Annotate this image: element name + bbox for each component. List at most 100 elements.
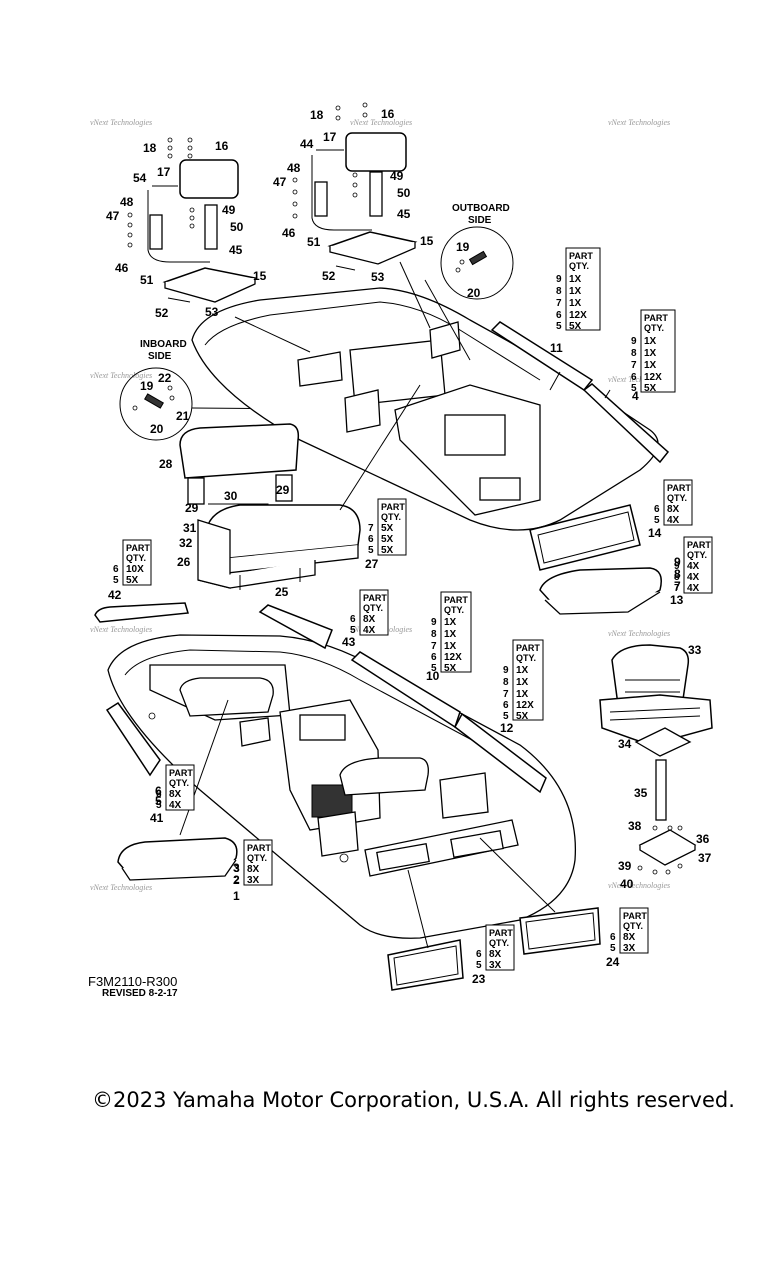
svg-text:9: 9 xyxy=(431,617,437,628)
svg-text:6: 6 xyxy=(431,652,437,663)
callout-20b: 20 xyxy=(150,422,164,436)
svg-text:6: 6 xyxy=(610,932,616,943)
svg-text:4X: 4X xyxy=(687,561,700,572)
callout-41: 41 xyxy=(150,811,164,825)
svg-text:1X: 1X xyxy=(516,677,529,688)
svg-text:8: 8 xyxy=(556,286,562,297)
svg-text:8X: 8X xyxy=(247,864,260,875)
svg-text:PART: PART xyxy=(687,540,711,550)
outboard-side-label-1: OUTBOARD xyxy=(452,203,510,214)
svg-text:5X: 5X xyxy=(126,575,139,586)
svg-text:QTY.: QTY. xyxy=(126,553,146,563)
callout-52b: 52 xyxy=(322,269,336,283)
svg-text:QTY.: QTY. xyxy=(687,550,707,560)
callout-40: 40 xyxy=(620,877,634,891)
svg-text:6: 6 xyxy=(368,534,374,545)
callout-11: 11 xyxy=(550,341,563,355)
watermark: vNext Technologies xyxy=(90,371,152,380)
svg-text:2: 2 xyxy=(234,875,240,886)
svg-text:PART: PART xyxy=(444,595,468,605)
svg-text:6: 6 xyxy=(654,504,660,515)
callout-10: 10 xyxy=(426,669,440,683)
svg-text:8X: 8X xyxy=(169,789,182,800)
callout-29: 29 xyxy=(185,501,199,515)
svg-text:QTY.: QTY. xyxy=(247,853,267,863)
svg-text:1X: 1X xyxy=(444,641,457,652)
svg-text:9: 9 xyxy=(674,561,680,572)
callout-47: 47 xyxy=(106,209,120,223)
callout-50: 50 xyxy=(230,220,244,234)
callout-6: 6 xyxy=(155,784,162,798)
svg-text:5: 5 xyxy=(350,625,356,636)
svg-text:3X: 3X xyxy=(247,875,260,886)
callout-44: 44 xyxy=(300,137,314,151)
svg-text:PART: PART xyxy=(363,593,387,603)
svg-text:PART: PART xyxy=(126,543,150,553)
svg-text:3: 3 xyxy=(234,864,240,875)
callout-36: 36 xyxy=(696,832,710,846)
console-cushions xyxy=(529,504,662,615)
callout-49: 49 xyxy=(222,203,236,217)
callout-37: 37 xyxy=(698,851,712,865)
svg-text:5: 5 xyxy=(654,515,660,526)
svg-text:3X: 3X xyxy=(623,943,636,954)
svg-text:PART: PART xyxy=(381,502,405,512)
watermark: vNext Technologies xyxy=(350,118,412,127)
lower-boat-hull xyxy=(107,634,577,939)
pedestal-seat xyxy=(599,644,713,875)
svg-text:QTY.: QTY. xyxy=(444,605,464,615)
callout-32: 32 xyxy=(179,536,193,550)
svg-text:8X: 8X xyxy=(667,504,680,515)
svg-text:9: 9 xyxy=(631,336,637,347)
svg-text:5X: 5X xyxy=(644,383,657,394)
svg-text:6: 6 xyxy=(113,564,119,575)
svg-text:1X: 1X xyxy=(516,689,529,700)
callout-12: 12 xyxy=(500,721,514,735)
callout-3: 3 xyxy=(233,861,240,875)
callout-42: 42 xyxy=(108,588,122,602)
svg-text:12X: 12X xyxy=(516,700,534,711)
callout-21: 21 xyxy=(176,409,190,423)
svg-text:3X: 3X xyxy=(489,960,502,971)
callout-4: 4 xyxy=(632,389,639,403)
watermark: vNext Technologies xyxy=(90,883,152,892)
svg-text:5: 5 xyxy=(368,545,374,556)
svg-text:8: 8 xyxy=(503,677,509,688)
svg-text:4X: 4X xyxy=(363,625,376,636)
svg-text:5X: 5X xyxy=(516,711,529,722)
callout-9: 9 xyxy=(674,555,681,569)
callout-27: 27 xyxy=(365,557,379,571)
callout-38: 38 xyxy=(628,819,642,833)
svg-text:PART: PART xyxy=(247,843,271,853)
callout-15: 15 xyxy=(253,269,267,283)
svg-text:12X: 12X xyxy=(569,310,587,321)
svg-text:5: 5 xyxy=(476,960,482,971)
svg-text:8: 8 xyxy=(431,629,437,640)
callout-33: 33 xyxy=(688,643,702,657)
svg-text:8X: 8X xyxy=(489,949,502,960)
svg-text:5: 5 xyxy=(556,321,562,332)
svg-text:1X: 1X xyxy=(644,348,657,359)
callout-13: 13 xyxy=(670,593,684,607)
inboard-side-label-1: INBOARD xyxy=(140,339,187,350)
outboard-side-label-2: SIDE xyxy=(468,215,492,226)
callout-25: 25 xyxy=(275,585,289,599)
callout-29b: 29 xyxy=(276,483,290,497)
svg-text:9: 9 xyxy=(503,665,509,676)
callout-8: 8 xyxy=(674,567,681,581)
gunwale-pads-lower xyxy=(94,602,601,991)
svg-text:1X: 1X xyxy=(569,286,582,297)
svg-text:7: 7 xyxy=(368,523,374,534)
svg-text:QTY.: QTY. xyxy=(363,603,383,613)
callout-53: 53 xyxy=(205,305,219,319)
callout-54: 54 xyxy=(133,171,147,185)
